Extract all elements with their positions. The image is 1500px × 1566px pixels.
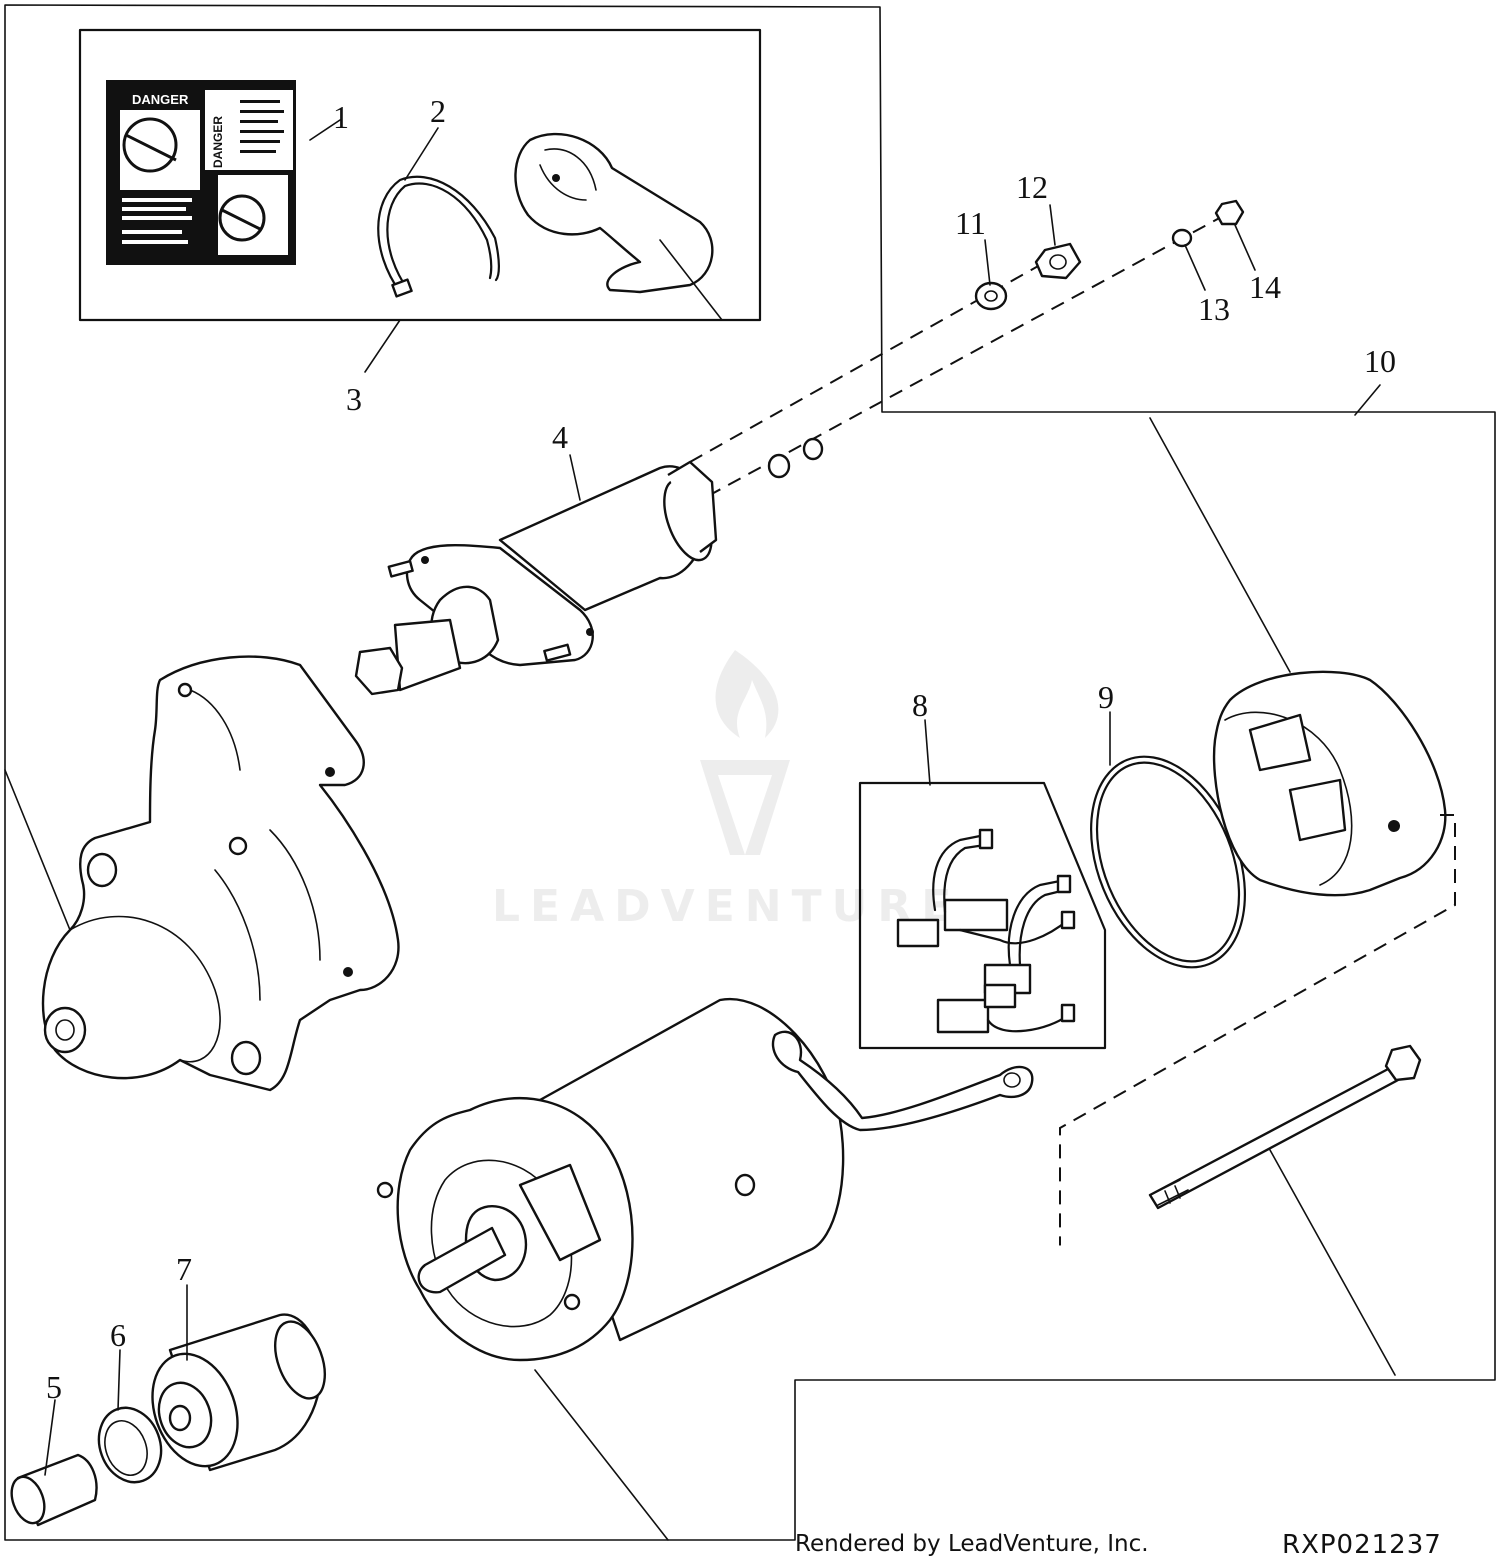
thrust-collar bbox=[97, 1406, 163, 1484]
callout-3: 3 bbox=[346, 381, 362, 417]
callout-6: 6 bbox=[110, 1317, 126, 1353]
callout-14: 14 bbox=[1249, 269, 1281, 305]
callout-13: 13 bbox=[1198, 291, 1230, 327]
callout-1: 1 bbox=[333, 99, 349, 135]
callout-10: 10 bbox=[1364, 343, 1396, 379]
washer-small bbox=[802, 437, 824, 461]
washer-11 bbox=[974, 281, 1008, 311]
diagram-reference-code: RXP021237 bbox=[1282, 1530, 1442, 1560]
leadventure-watermark: LEADVENTURE bbox=[492, 650, 961, 932]
hardware-path bbox=[689, 199, 1245, 497]
through-bolt bbox=[1059, 814, 1456, 1246]
solenoid bbox=[354, 460, 718, 696]
terminal-boot bbox=[514, 132, 714, 294]
leader-lines bbox=[4, 119, 1396, 1541]
callout-5: 5 bbox=[46, 1369, 62, 1405]
group-boundary-lines bbox=[4, 4, 1496, 1541]
decal-danger-label-rotated: DANGER bbox=[211, 116, 225, 168]
nut-14 bbox=[1214, 199, 1245, 226]
callout-9: 9 bbox=[1098, 679, 1114, 715]
render-credit: Rendered by LeadVenture, Inc. bbox=[795, 1531, 1149, 1557]
callout-4: 4 bbox=[552, 419, 568, 455]
clamp-band bbox=[377, 175, 500, 298]
drive-housing bbox=[41, 655, 400, 1092]
safety-decal: DANGER DANGER bbox=[106, 80, 296, 265]
callout-2: 2 bbox=[430, 93, 446, 129]
brush-kit-box bbox=[858, 781, 1107, 1050]
nut-12 bbox=[1034, 242, 1082, 280]
brush-set bbox=[896, 828, 1076, 1034]
drive-pinion bbox=[151, 1313, 326, 1472]
decal-kit-box bbox=[78, 28, 762, 322]
callout-12: 12 bbox=[1016, 169, 1048, 205]
callout-11: 11 bbox=[955, 205, 986, 241]
callout-8: 8 bbox=[912, 687, 928, 723]
nut-small bbox=[767, 453, 791, 479]
decal-danger-label: DANGER bbox=[132, 92, 189, 107]
starter-motor bbox=[376, 997, 1034, 1362]
callout-numbers: 1 2 3 4 5 6 7 8 9 10 11 12 13 14 bbox=[46, 93, 1396, 1405]
commutator-end-frame bbox=[1212, 670, 1447, 897]
callout-7: 7 bbox=[176, 1251, 192, 1287]
washer-13 bbox=[1171, 228, 1193, 248]
bushing bbox=[10, 1453, 98, 1527]
watermark-text: LEADVENTURE bbox=[492, 881, 961, 932]
